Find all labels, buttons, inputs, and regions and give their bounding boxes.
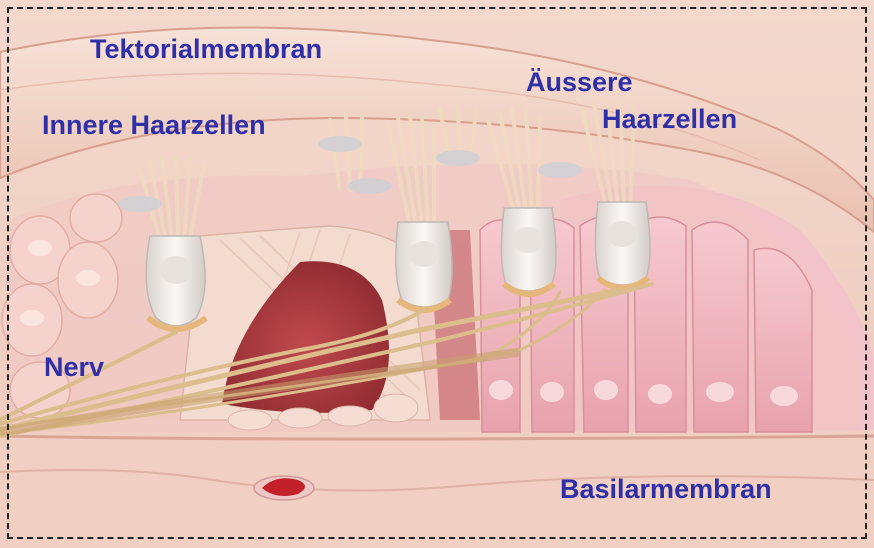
- label-innere-haarzellen: Innere Haarzellen: [42, 110, 266, 140]
- diagram-frame: [7, 7, 867, 539]
- label-nerv: Nerv: [44, 352, 104, 382]
- label-tektorialmembran: Tektorialmembran: [90, 34, 322, 64]
- label-aeussere-line2: Haarzellen: [526, 101, 737, 138]
- label-aeussere-haarzellen: Äussere Haarzellen: [526, 64, 737, 138]
- label-aeussere-line1: Äussere: [526, 64, 737, 101]
- label-basilarmembran: Basilarmembran: [560, 474, 772, 504]
